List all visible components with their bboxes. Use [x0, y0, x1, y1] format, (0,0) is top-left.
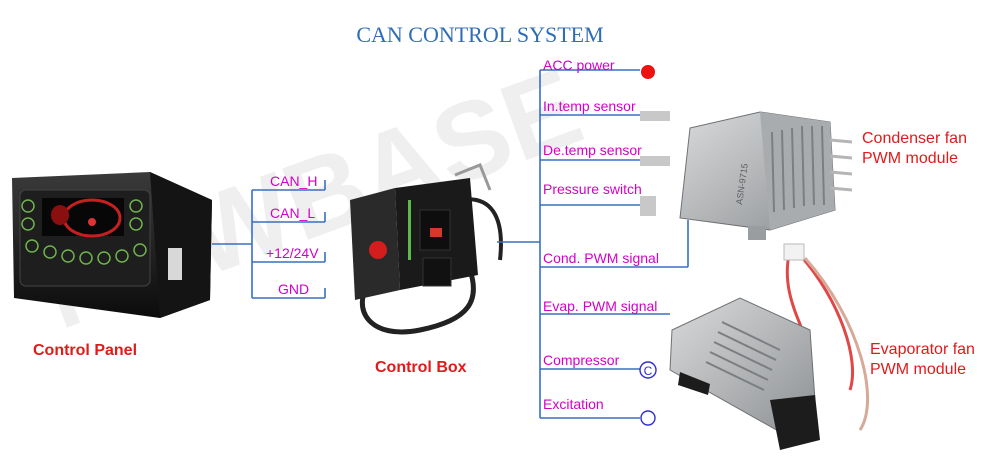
output-signal-de-temp-sensor: De.temp sensor: [543, 143, 642, 157]
can-signal-can-h: CAN_H: [270, 174, 317, 188]
diagram-title: CAN CONTROL SYSTEM: [0, 24, 960, 46]
can-signal-can-l: CAN_L: [270, 206, 315, 220]
output-signal-cond-pwm: Cond. PWM signal: [543, 251, 659, 265]
evaporator-module-device: [670, 244, 868, 450]
condenser-module-label-line2: PWM module: [862, 151, 958, 167]
acc-power-terminal: [641, 65, 655, 79]
can-signal-power: +12/24V: [266, 246, 319, 260]
output-signal-excitation: Excitation: [543, 397, 604, 411]
evaporator-module-label-line1: Evaporator fan: [870, 342, 975, 358]
excitation-terminal: [641, 411, 655, 425]
condenser-module-device: ASN-9715: [680, 112, 852, 240]
evaporator-module-label-line2: PWM module: [870, 362, 966, 378]
control-panel-caption: Control Panel: [33, 343, 137, 359]
pressure-switch-terminal: [640, 196, 656, 216]
output-terminals: C: [640, 65, 670, 425]
condenser-module-label-line1: Condenser fan: [862, 131, 967, 147]
in-temp-sensor-terminal: [640, 111, 670, 121]
output-signal-evap-pwm: Evap. PWM signal: [543, 299, 657, 313]
control-panel-device: [12, 172, 212, 318]
compressor-symbol: C: [644, 364, 653, 378]
output-signal-acc-power: ACC power: [543, 58, 615, 72]
output-signal-compressor: Compressor: [543, 353, 619, 367]
output-signal-pressure-switch: Pressure switch: [543, 182, 642, 196]
can-signal-gnd: GND: [278, 282, 309, 296]
control-box-caption: Control Box: [375, 360, 467, 376]
de-temp-sensor-terminal: [640, 156, 670, 166]
output-signal-in-temp-sensor: In.temp sensor: [543, 99, 636, 113]
